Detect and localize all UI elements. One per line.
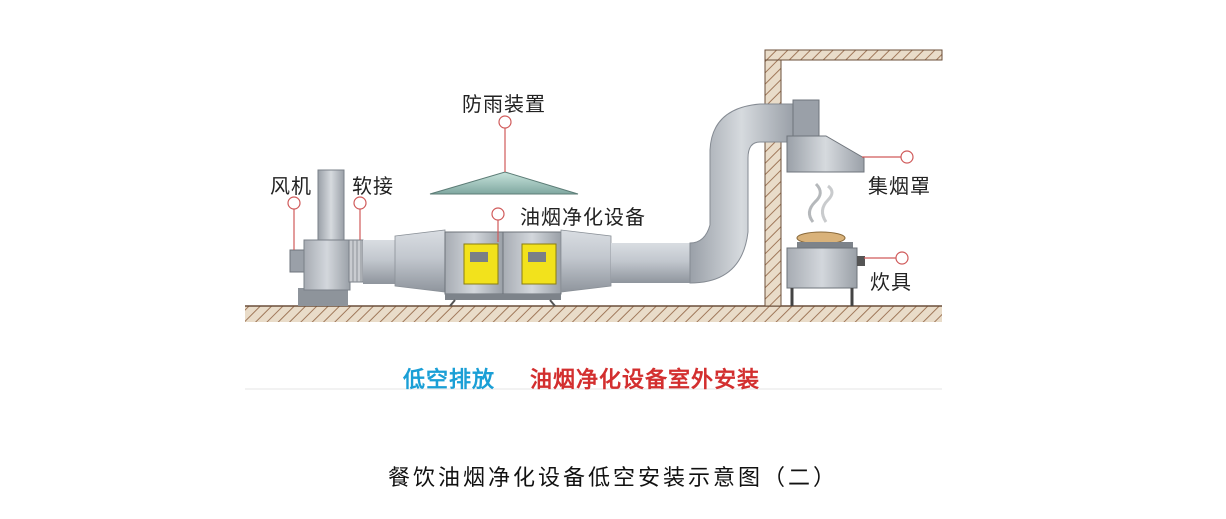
label-stove: 炊具 (870, 270, 912, 294)
rain-cover (429, 171, 579, 195)
label-soft-joint: 软接 (352, 174, 394, 198)
subtitle-part2: 油烟净化设备室外安装 (530, 368, 761, 393)
label-purifier: 油烟净化设备 (520, 205, 646, 229)
inlet-duct (363, 229, 446, 293)
purifier-unit (444, 231, 562, 307)
figure-caption: 餐饮油烟净化设备低空安装示意图（二） (387, 466, 838, 491)
label-rain-cover: 防雨装置 (462, 92, 546, 116)
subtitle-part1: 低空排放 (403, 368, 496, 393)
label-markers (287, 115, 914, 265)
stove-unit (786, 182, 865, 306)
ground (245, 305, 942, 322)
outlet-duct (560, 103, 794, 293)
label-hood: 集烟罩 (868, 174, 931, 198)
exhaust-hood (786, 99, 865, 173)
fan-unit (289, 169, 351, 306)
label-fan: 风机 (270, 174, 312, 198)
soft-joint (348, 239, 364, 283)
